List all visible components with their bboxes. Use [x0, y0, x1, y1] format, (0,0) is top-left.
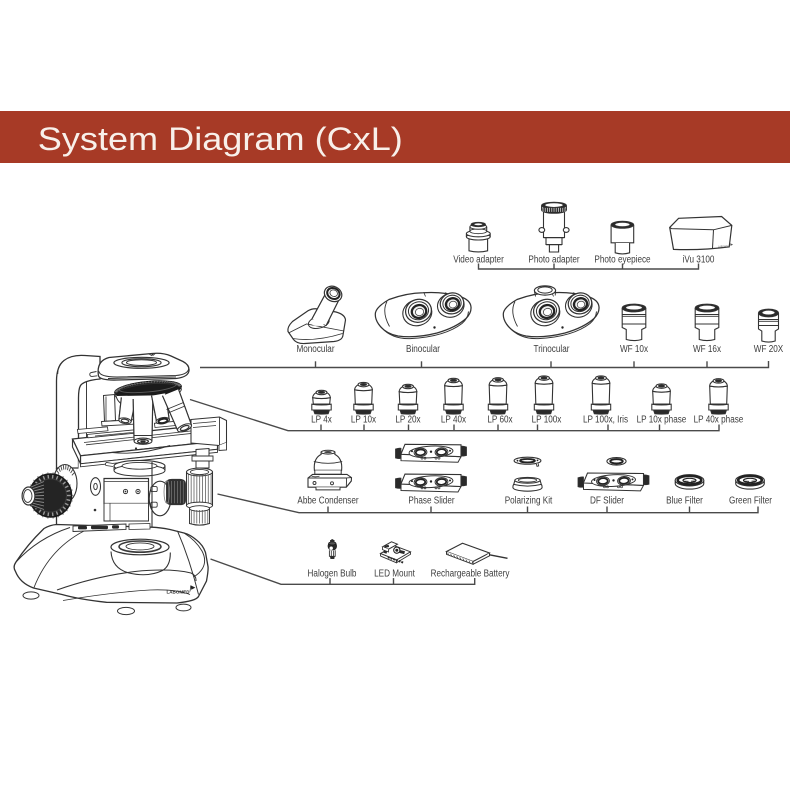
svg-text:Polarizing Kit: Polarizing Kit: [505, 496, 553, 507]
svg-text:Photo eyepiece: Photo eyepiece: [594, 254, 650, 265]
svg-text:Monocular: Monocular: [296, 344, 335, 355]
svg-text:Video adapter: Video adapter: [453, 254, 504, 265]
svg-text:Blue Filter: Blue Filter: [666, 496, 703, 507]
svg-text:LP 100x: LP 100x: [532, 415, 562, 426]
svg-text:LP 4x: LP 4x: [311, 415, 332, 426]
svg-text:WF 10x: WF 10x: [620, 344, 648, 355]
svg-text:LABOMED: LABOMED: [167, 590, 191, 595]
svg-text:Binocular: Binocular: [406, 344, 441, 355]
svg-text:Trinocular: Trinocular: [534, 344, 571, 355]
svg-text:LED Mount: LED Mount: [374, 569, 415, 580]
svg-text:WF 16x: WF 16x: [693, 344, 721, 355]
svg-text:LP 20x: LP 20x: [395, 415, 420, 426]
svg-text:Abbe Condenser: Abbe Condenser: [297, 496, 359, 507]
svg-text:LP 40x: LP 40x: [441, 415, 466, 426]
svg-text:WF 20X: WF 20X: [754, 344, 784, 355]
svg-text:iVu 3100: iVu 3100: [683, 254, 715, 265]
svg-text:Phase Slider: Phase Slider: [408, 496, 455, 507]
svg-text:Photo adapter: Photo adapter: [528, 254, 580, 265]
svg-text:DF Slider: DF Slider: [590, 496, 625, 507]
svg-text:LP 40x phase: LP 40x phase: [694, 415, 744, 426]
svg-text:LP 10x: LP 10x: [351, 415, 376, 426]
svg-text:Halogen Bulb: Halogen Bulb: [308, 569, 357, 580]
svg-text:LP 100x, Iris: LP 100x, Iris: [583, 415, 628, 426]
svg-text:System Diagram (CxL): System Diagram (CxL): [38, 121, 403, 157]
svg-text:LP 60x: LP 60x: [487, 415, 512, 426]
svg-text:LP 10x phase: LP 10x phase: [637, 415, 687, 426]
svg-text:Rechargeable Battery: Rechargeable Battery: [431, 569, 510, 580]
svg-text:Green Filter: Green Filter: [729, 496, 773, 507]
svg-text:LABOMED: LABOMED: [718, 244, 729, 248]
